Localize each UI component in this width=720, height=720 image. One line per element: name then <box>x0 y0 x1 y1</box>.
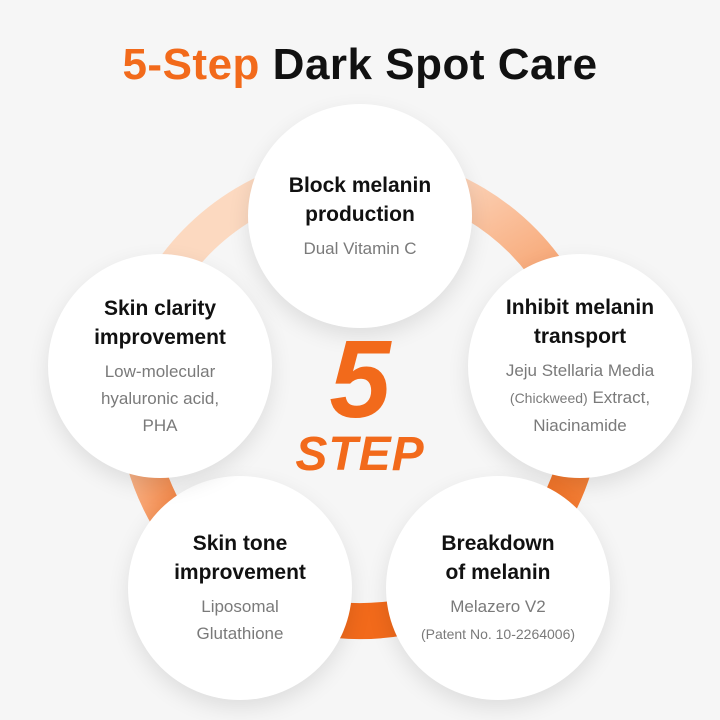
center-word: STEP <box>295 428 425 481</box>
page-title: 5-Step Dark Spot Care <box>0 40 720 90</box>
step-5-circle: Skin clarity improvement Low-molecular h… <box>48 254 272 478</box>
step-2-desc: Jeju Stellaria Media (Chickweed) Extract… <box>505 361 655 435</box>
step-4-desc: Liposomal Glutathione <box>196 597 284 643</box>
step-2-title: Inhibit melanin transport <box>505 296 655 348</box>
step-1-title: Block melanin production <box>288 173 432 226</box>
step-1-circle: Block melanin production Dual Vitamin C <box>248 104 472 328</box>
step-3-desc: Melazero V2 (Patent No. 10-2264006) <box>420 596 576 642</box>
step-4-title: Skin tone improvement <box>174 532 306 584</box>
title-rest: Dark Spot Care <box>259 40 598 89</box>
step-5-title: Skin clarity improvement <box>94 296 226 349</box>
step-2-circle: Inhibit melanin transport Jeju Stellaria… <box>468 254 692 478</box>
center-number: 5 <box>329 318 391 441</box>
center-label: 5 STEP <box>260 318 460 481</box>
step-5-desc: Low-molecular hyaluronic acid, PHA <box>100 361 220 435</box>
step-1-desc: Dual Vitamin C <box>303 238 417 258</box>
step-4-circle: Skin tone improvement Liposomal Glutathi… <box>128 476 352 700</box>
title-accent: 5-Step <box>122 40 260 89</box>
step-3-title: Breakdown of melanin <box>441 531 555 584</box>
step-3-circle: Breakdown of melanin Melazero V2 (Patent… <box>386 476 610 700</box>
